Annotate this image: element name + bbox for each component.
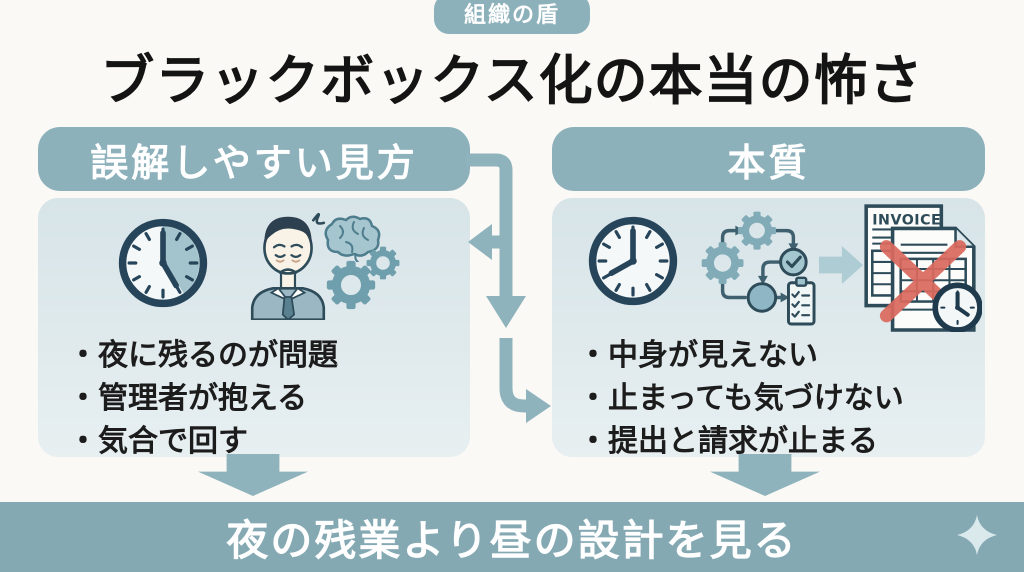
wall-clock-icon [588,216,678,306]
top-badge-label: 組織の盾 [463,3,561,28]
bullet-item: ・中身が見えない [578,338,818,373]
invoice-label: INVOICE [872,212,941,228]
arrow-right-head [526,389,551,423]
bullet-item: ・夜に残るのが問題 [68,338,338,373]
left-panel-header: 誤解しやすい見方 [38,127,470,191]
sparkle-icon [957,515,997,555]
footer-banner: 夜の残業より昼の設計を見る [0,502,1024,572]
connector-arrows [466,153,551,423]
deadline-clock-icon [932,282,982,332]
overtime-clock-icon [118,218,208,308]
bullet-item: ・提出と請求が止まる [578,424,878,459]
footer-message: 夜の残業より昼の設計を見る [226,515,798,565]
top-badge: 組織の盾 [433,0,591,34]
arrow-right-icon [819,246,863,284]
right-panel-header: 本質 [552,127,985,191]
brain-icon [324,215,381,262]
bullet-item: ・管理者が抱える [68,381,308,416]
page-title: ブラックボックス化の本当の怖さ [100,49,924,112]
right-panel: INVOICE ・ [552,198,985,459]
blocked-invoice-icon: INVOICE [864,204,982,332]
arrow-down-head [486,296,526,328]
arrow-left-head [468,224,492,260]
left-panel-header-label: 誤解しやすい見方 [90,140,418,185]
bullet-item: ・気合で回す [68,424,248,459]
tired-worker-icon [250,212,326,320]
left-panel: ・夜に残るのが問題 ・管理者が抱える ・気合で回す [38,198,470,459]
right-bullet-list: ・中身が見えない ・止まっても気づけない ・提出と請求が止まる [578,334,904,463]
bullet-item: ・止まっても気づけない [578,381,904,416]
left-bullet-list: ・夜に残るのが問題 ・管理者が抱える ・気合で回す [68,334,338,463]
process-flow-icon [698,202,816,326]
gears-icon [326,246,400,310]
right-panel-header-label: 本質 [727,140,810,185]
